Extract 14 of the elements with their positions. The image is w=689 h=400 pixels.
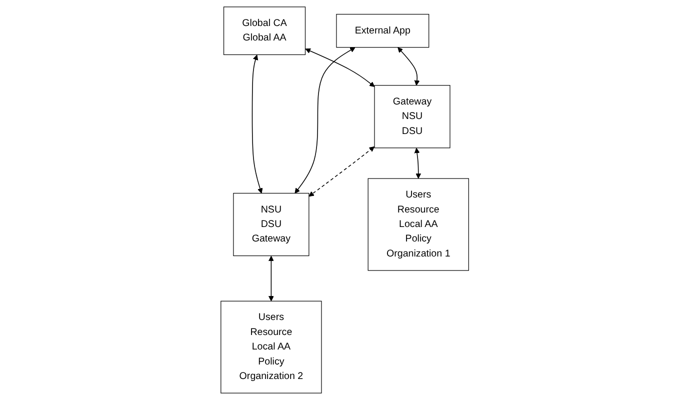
- arrow: [268, 256, 274, 302]
- arrow: [414, 148, 421, 179]
- node-box: [374, 85, 450, 148]
- network-diagram: Global CA Global AA External App Gateway NSU DSU NSU DSU Gateway Users Resource Local AA Policy Organization 1 Users Resource Local AA Policy Organization 2: [216, 2, 474, 398]
- arrow: [294, 47, 355, 194]
- arrow: [304, 48, 374, 87]
- node-box: [223, 6, 306, 56]
- arrow: [397, 47, 420, 86]
- node-box: [368, 178, 469, 271]
- node-box: [220, 300, 322, 394]
- node-box: [336, 14, 429, 48]
- arrow: [252, 54, 262, 194]
- arrow: [308, 146, 374, 197]
- node-box: [232, 192, 309, 256]
